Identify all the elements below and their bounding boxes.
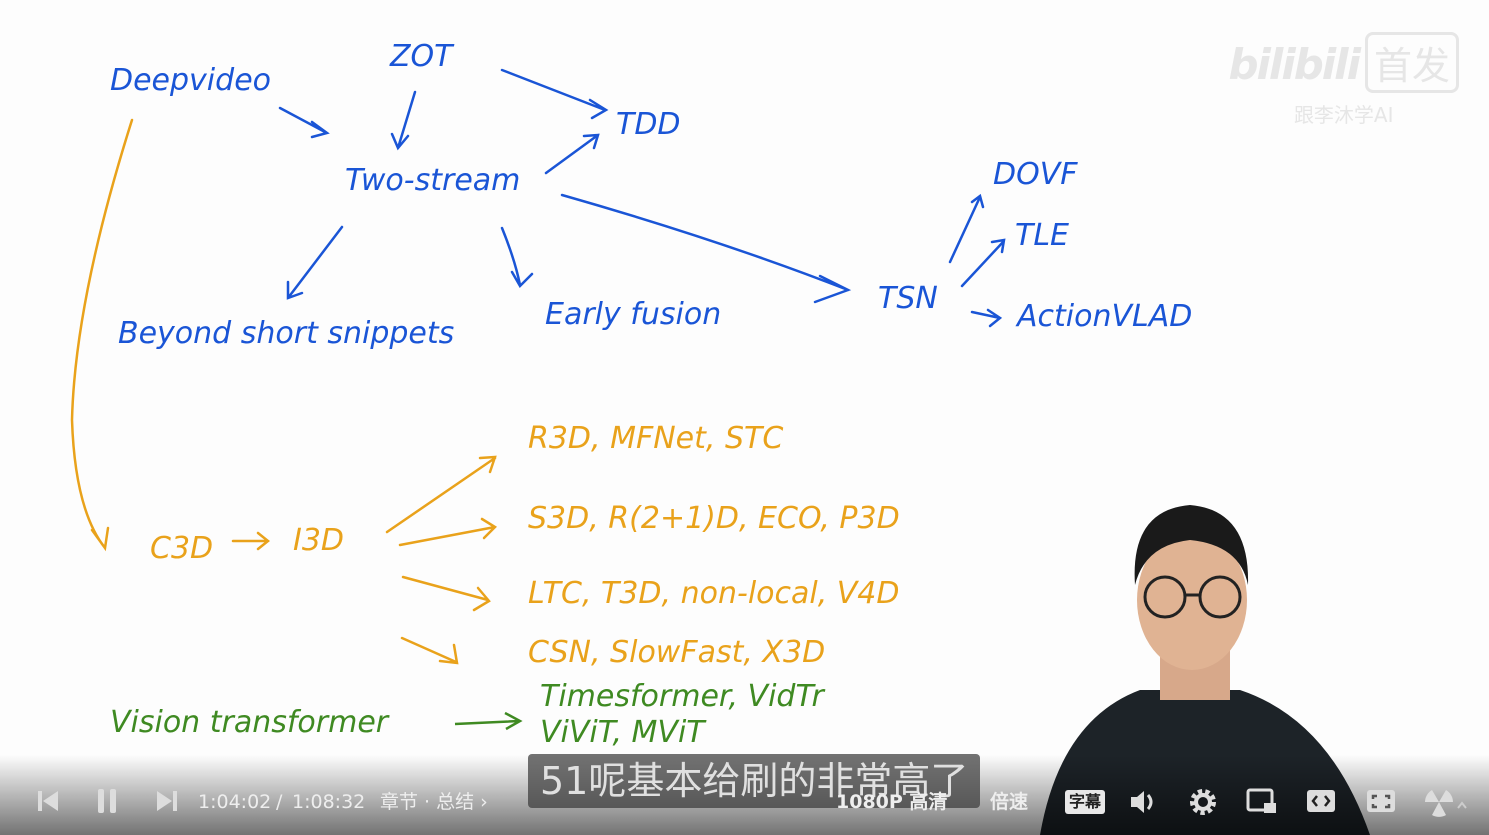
node-c3d: C3D bbox=[150, 531, 213, 566]
settings-gear-icon[interactable] bbox=[1188, 780, 1218, 824]
node-deepvideo: Deepvideo bbox=[110, 63, 271, 98]
watermark-badge: 首发 bbox=[1364, 32, 1459, 93]
node-early-fusion: Early fusion bbox=[545, 297, 721, 332]
node-tsn: TSN bbox=[878, 281, 938, 316]
node-zot: ZOT bbox=[389, 39, 455, 74]
node-beyond-short-snippets: Beyond short snippets bbox=[118, 316, 454, 351]
captions-button[interactable]: 字幕 bbox=[1065, 790, 1106, 814]
node-dovf: DOVF bbox=[993, 157, 1078, 192]
next-icon[interactable] bbox=[155, 780, 179, 824]
previous-icon[interactable] bbox=[36, 780, 60, 824]
node-vivit: ViViT, MViT bbox=[540, 715, 707, 750]
node-tle: TLE bbox=[1015, 218, 1069, 253]
orange-arrows bbox=[70, 118, 498, 665]
control-bar: 1:04:02 / 1:08:32 章节 · 总结 › 1080P 高清 倍速 … bbox=[0, 780, 1489, 824]
quality-button[interactable]: 1080P 高清 bbox=[836, 791, 948, 813]
green-arrows bbox=[454, 711, 523, 731]
node-actionvlad: ActionVLAD bbox=[1015, 299, 1192, 334]
node-tdd: TDD bbox=[616, 107, 681, 142]
current-time: 1:04:02 bbox=[198, 791, 272, 813]
volume-icon[interactable] bbox=[1128, 780, 1158, 824]
watermark-channel: 跟李沐学AI bbox=[1293, 103, 1394, 127]
node-two-stream: Two-stream bbox=[345, 163, 520, 198]
fullscreen-icon[interactable] bbox=[1366, 780, 1396, 824]
node-row3: LTC, T3D, non-local, V4D bbox=[528, 576, 900, 611]
speed-button[interactable]: 倍速 bbox=[990, 791, 1029, 813]
node-i3d: I3D bbox=[293, 523, 344, 558]
total-time: 1:08:32 bbox=[292, 791, 366, 813]
subtitle: 51呢基本给刷的非常高了 bbox=[528, 754, 980, 808]
picture-in-picture-icon[interactable] bbox=[1246, 780, 1278, 824]
node-vision-transformer: Vision transformer bbox=[110, 705, 390, 740]
pause-icon[interactable] bbox=[96, 780, 120, 824]
time-separator: / bbox=[276, 791, 283, 813]
node-row2: S3D, R(2+1)D, ECO, P3D bbox=[528, 501, 900, 536]
watermark-logo: bilibili bbox=[1228, 40, 1361, 89]
blue-arrows bbox=[278, 68, 1006, 328]
chapter-button[interactable]: 章节 · 总结 › bbox=[380, 791, 488, 813]
node-row1: R3D, MFNet, STC bbox=[528, 421, 783, 456]
widescreen-icon[interactable] bbox=[1306, 780, 1336, 824]
node-timesformer: Timesformer, VidTr bbox=[540, 679, 825, 714]
node-row4: CSN, SlowFast, X3D bbox=[528, 635, 825, 670]
danmaku-icon[interactable] bbox=[1424, 780, 1468, 824]
